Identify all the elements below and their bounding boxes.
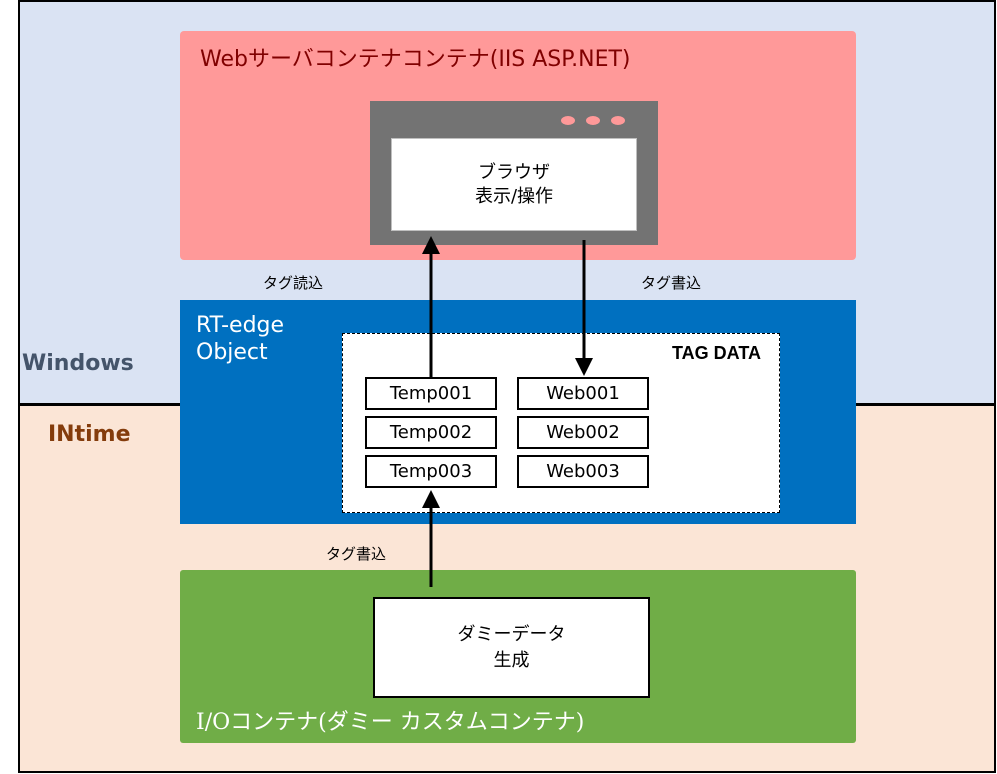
- dummy-data-generator: ダミーデータ 生成: [373, 597, 650, 698]
- temp-tag: Temp002: [365, 416, 497, 449]
- window-dot-icon: [586, 116, 600, 125]
- temp-tag: Temp001: [365, 377, 497, 410]
- browser-label: ブラウザ: [478, 161, 550, 183]
- io-container-title: I/Oコンテナ(ダミー カスタムコンテナ): [196, 710, 585, 735]
- web-tag: Web002: [517, 416, 649, 449]
- web-tag: Web001: [517, 377, 649, 410]
- tag-write-web-label: タグ書込: [641, 274, 702, 292]
- rt-edge-title-line2: Object: [196, 340, 268, 365]
- tag-write-io-label: タグ書込: [326, 545, 387, 563]
- browser-view: ブラウザ 表示/操作: [391, 138, 637, 231]
- rt-edge-title: RT-edge Object: [196, 312, 284, 366]
- rt-edge-title-line1: RT-edge: [196, 313, 285, 338]
- tag-read-label: タグ読込: [263, 274, 324, 292]
- windows-zone-label: Windows: [22, 351, 134, 376]
- intime-zone-label: INtime: [48, 422, 131, 447]
- window-dot-icon: [561, 116, 575, 125]
- temp-tag: Temp003: [365, 455, 497, 488]
- web-server-container-title: Webサーバコンテナコンテナ(IIS ASP.NET): [200, 47, 631, 72]
- web-tag: Web003: [517, 455, 649, 488]
- browser-sublabel: 表示/操作: [474, 185, 554, 207]
- window-dot-icon: [611, 116, 625, 125]
- tag-data-title: TAG DATA: [672, 343, 761, 363]
- generator-sublabel: 生成: [493, 649, 530, 671]
- generator-label: ダミーデータ: [457, 623, 566, 645]
